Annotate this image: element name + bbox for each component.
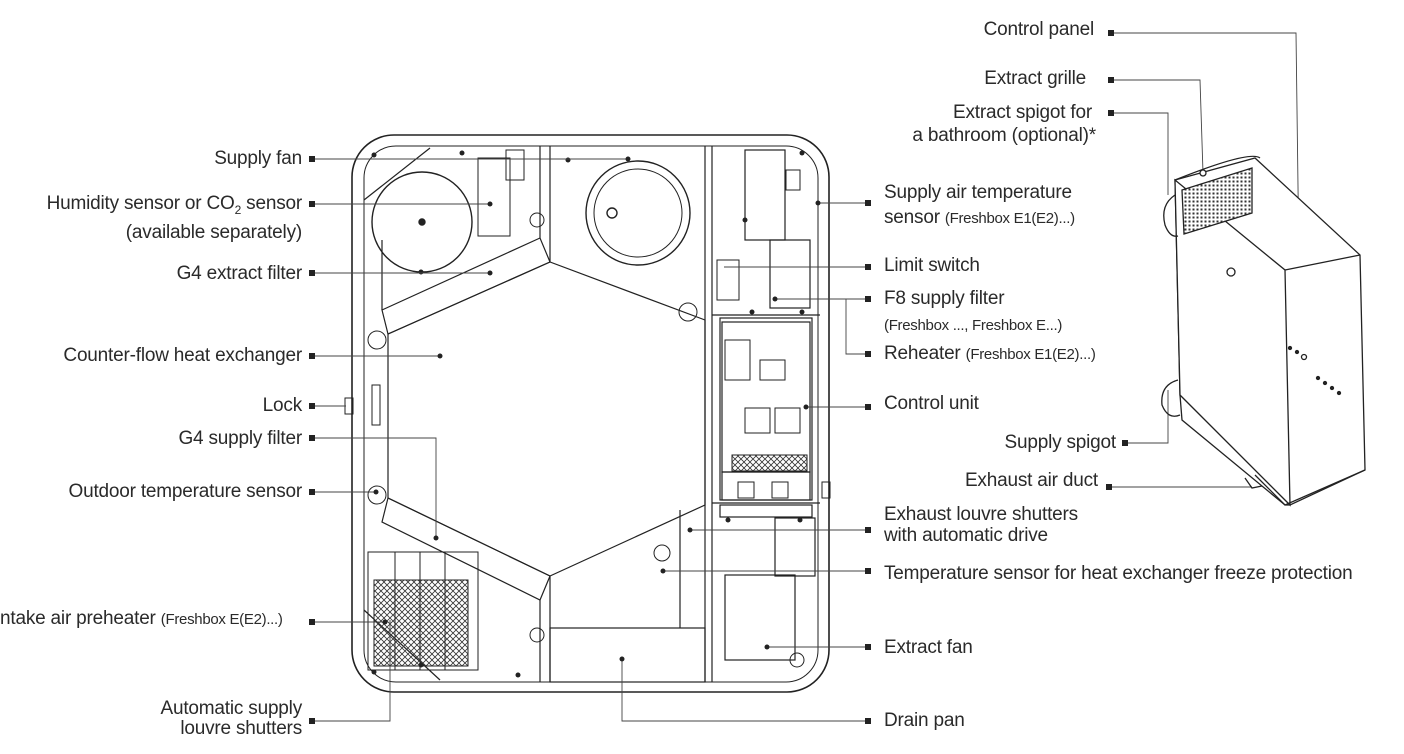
supply-fan <box>371 171 473 273</box>
label-extract-spigot: Extract spigot for <box>953 102 1092 123</box>
label-automatic-supply-louvre-2: louvre shutters <box>180 718 302 739</box>
label-supply-air-temperature: Supply air temperature <box>884 182 1072 203</box>
label-extract-grille: Extract grille <box>984 68 1086 89</box>
label-g4-supply-filter: G4 supply filter <box>178 428 302 449</box>
label-control-panel: Control panel <box>983 19 1095 40</box>
leader-markers <box>309 30 1128 724</box>
label-humidity-sensor-note: (available separately) <box>125 222 302 243</box>
label-extract-spigot-2: a bathroom (optional)* <box>912 125 1096 146</box>
intake-preheater <box>367 551 479 671</box>
label-automatic-supply-louvre: Automatic supply <box>160 698 303 719</box>
label-humidity-sensor: Humidity sensor or CO2 sensor <box>46 193 303 217</box>
component-details <box>344 149 831 668</box>
label-counterflow-heat-exchanger: Counter-flow heat exchanger <box>63 345 302 366</box>
label-supply-air-temperature-2: sensor (Freshbox E1(E2)...) <box>884 207 1075 228</box>
label-control-unit: Control unit <box>884 393 979 414</box>
label-intake-air-preheater: ntake air preheater (Freshbox E(E2)...) <box>0 608 283 629</box>
label-exhaust-air-duct: Exhaust air duct <box>964 470 1098 491</box>
label-exhaust-louvre-shutters: Exhaust louvre shutters <box>884 504 1078 525</box>
label-lock: Lock <box>262 395 303 416</box>
perspective-unit <box>1161 155 1366 507</box>
leader-lines <box>313 32 1301 722</box>
label-f8-supply-filter: F8 supply filter <box>884 288 1005 309</box>
label-supply-spigot: Supply spigot <box>1004 432 1117 453</box>
extract-fan-top <box>585 160 691 266</box>
label-g4-extract-filter: G4 extract filter <box>176 263 303 284</box>
label-temperature-sensor-freeze: Temperature sensor for heat exchanger fr… <box>884 563 1353 584</box>
label-limit-switch: Limit switch <box>884 255 980 276</box>
label-drain-pan: Drain pan <box>884 710 965 731</box>
label-outdoor-temperature-sensor: Outdoor temperature sensor <box>68 481 303 502</box>
label-exhaust-louvre-shutters-2: with automatic drive <box>884 525 1048 546</box>
internal-structure <box>363 146 820 683</box>
label-reheater: Reheater (Freshbox E1(E2)...) <box>884 343 1096 364</box>
label-extract-fan: Extract fan <box>884 637 973 658</box>
label-f8-supply-filter-note: (Freshbox ..., Freshbox E...) <box>884 317 1063 334</box>
label-supply-fan: Supply fan <box>214 148 302 169</box>
